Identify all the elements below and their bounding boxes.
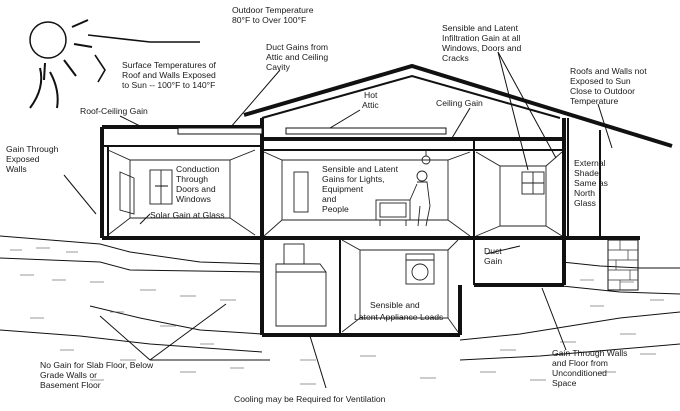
svg-text:Roofs and Walls not: Roofs and Walls not — [570, 66, 647, 76]
svg-text:Attic and Ceiling: Attic and Ceiling — [266, 52, 328, 62]
svg-text:Surface Temperatures of: Surface Temperatures of — [122, 60, 217, 70]
svg-text:Outdoor Temperature: Outdoor Temperature — [232, 5, 314, 15]
svg-text:Gain Through Walls: Gain Through Walls — [552, 348, 627, 358]
svg-text:People: People — [322, 204, 349, 214]
furnace-icon — [275, 243, 327, 327]
window-left — [149, 169, 173, 205]
svg-text:Glass: Glass — [574, 198, 596, 208]
house-structure — [100, 63, 673, 337]
person-icon — [409, 170, 431, 227]
label-duct-gain: Duct Gain — [484, 246, 502, 266]
svg-text:Doors and: Doors and — [176, 184, 216, 194]
svg-text:Basement Floor: Basement Floor — [40, 380, 101, 390]
svg-text:80°F to Over 100°F: 80°F to Over 100°F — [232, 15, 306, 25]
svg-text:Attic: Attic — [362, 100, 379, 110]
label-ventilation: Cooling may be Required for Ventilation — [234, 394, 386, 404]
label-ceiling-gain: Ceiling Gain — [436, 98, 483, 108]
svg-text:Cracks: Cracks — [442, 53, 469, 63]
label-infiltration: Sensible and Latent Infiltration Gain at… — [442, 23, 522, 63]
svg-text:Through: Through — [176, 174, 208, 184]
svg-text:Solar Gain at Glass: Solar Gain at Glass — [150, 210, 225, 220]
svg-text:Cooling may be Required for Ve: Cooling may be Required for Ventilation — [234, 394, 386, 404]
label-lights-equipment-people: Sensible and Latent Gains for Lights, Eq… — [322, 164, 399, 214]
svg-text:Conduction: Conduction — [176, 164, 220, 174]
svg-text:Latent Appliance Loads: Latent Appliance Loads — [354, 312, 443, 322]
svg-text:Equipment: Equipment — [322, 184, 364, 194]
window-right — [521, 171, 545, 195]
svg-text:Ceiling Gain: Ceiling Gain — [436, 98, 483, 108]
svg-text:Walls: Walls — [6, 164, 27, 174]
label-gain-through-exposed-walls: Gain Through Exposed Walls — [6, 144, 59, 174]
svg-text:Roof-Ceiling Gain: Roof-Ceiling Gain — [80, 106, 148, 116]
label-gain-unconditioned: Gain Through Walls and Floor from Uncond… — [552, 348, 627, 388]
label-external-shade: External Shade Same as North Glass — [574, 158, 608, 208]
svg-text:Infiltration Gain at all: Infiltration Gain at all — [442, 33, 520, 43]
svg-text:and Floor from: and Floor from — [552, 358, 608, 368]
label-solar-gain: Solar Gain at Glass — [150, 210, 225, 220]
svg-text:Sensible and Latent: Sensible and Latent — [322, 164, 399, 174]
svg-text:North: North — [574, 188, 595, 198]
door-left — [119, 171, 135, 215]
label-no-gain-slab: No Gain for Slab Floor, Below Grade Wall… — [40, 360, 154, 390]
svg-text:Grade Walls or: Grade Walls or — [40, 370, 97, 380]
label-appliance-loads: Sensible and Latent Appliance Loads — [354, 300, 443, 322]
svg-text:Roof and Walls Exposed: Roof and Walls Exposed — [122, 70, 216, 80]
label-conduction: Conduction Through Doors and Windows — [176, 164, 220, 204]
svg-text:Sensible and: Sensible and — [370, 300, 420, 310]
svg-text:Windows, Doors and: Windows, Doors and — [442, 43, 522, 53]
svg-text:External: External — [574, 158, 606, 168]
svg-text:Shade: Shade — [574, 168, 599, 178]
svg-text:Gain: Gain — [484, 256, 502, 266]
label-outdoor-temperature: Outdoor Temperature 80°F to Over 100°F — [232, 5, 314, 25]
room-perspective — [107, 149, 563, 333]
door-center — [293, 171, 309, 213]
label-roofs-not-exposed: Roofs and Walls not Exposed to Sun Close… — [570, 66, 647, 106]
svg-text:to Sun -- 100°F to 140°F: to Sun -- 100°F to 140°F — [122, 80, 215, 90]
svg-text:and: and — [322, 194, 337, 204]
ceiling-lamp-icon — [421, 150, 431, 165]
label-hot-attic: Hot Attic — [362, 90, 379, 110]
svg-text:Duct: Duct — [484, 246, 502, 256]
svg-text:Windows: Windows — [176, 194, 211, 204]
pointer-lines — [63, 51, 613, 389]
sun-ray-arrows — [87, 34, 200, 83]
washing-machine-icon — [405, 253, 435, 285]
svg-text:Temperature: Temperature — [570, 96, 618, 106]
svg-text:Sensible and Latent: Sensible and Latent — [442, 23, 519, 33]
svg-text:Space: Space — [552, 378, 577, 388]
svg-text:Gain Through: Gain Through — [6, 144, 59, 154]
ground-texture — [10, 247, 664, 385]
svg-text:Exposed: Exposed — [6, 154, 40, 164]
svg-text:Hot: Hot — [364, 90, 378, 100]
sun-icon — [29, 19, 93, 109]
label-surface-temperatures: Surface Temperatures of Roof and Walls E… — [122, 60, 217, 90]
svg-text:Close to Outdoor: Close to Outdoor — [570, 86, 635, 96]
label-duct-gains-attic: Duct Gains from Attic and Ceiling Cavity — [266, 42, 328, 72]
attic-duct — [177, 127, 447, 135]
svg-text:Gains for Lights,: Gains for Lights, — [322, 174, 385, 184]
svg-text:Same as: Same as — [574, 178, 608, 188]
label-roof-ceiling-gain: Roof-Ceiling Gain — [80, 106, 148, 116]
svg-text:Cavity: Cavity — [266, 62, 291, 72]
svg-text:Unconditioned: Unconditioned — [552, 368, 607, 378]
svg-text:Duct Gains from: Duct Gains from — [266, 42, 328, 52]
svg-text:Exposed to Sun: Exposed to Sun — [570, 76, 631, 86]
television-icon — [375, 199, 411, 226]
svg-text:No Gain for Slab Floor, Below: No Gain for Slab Floor, Below — [40, 360, 154, 370]
